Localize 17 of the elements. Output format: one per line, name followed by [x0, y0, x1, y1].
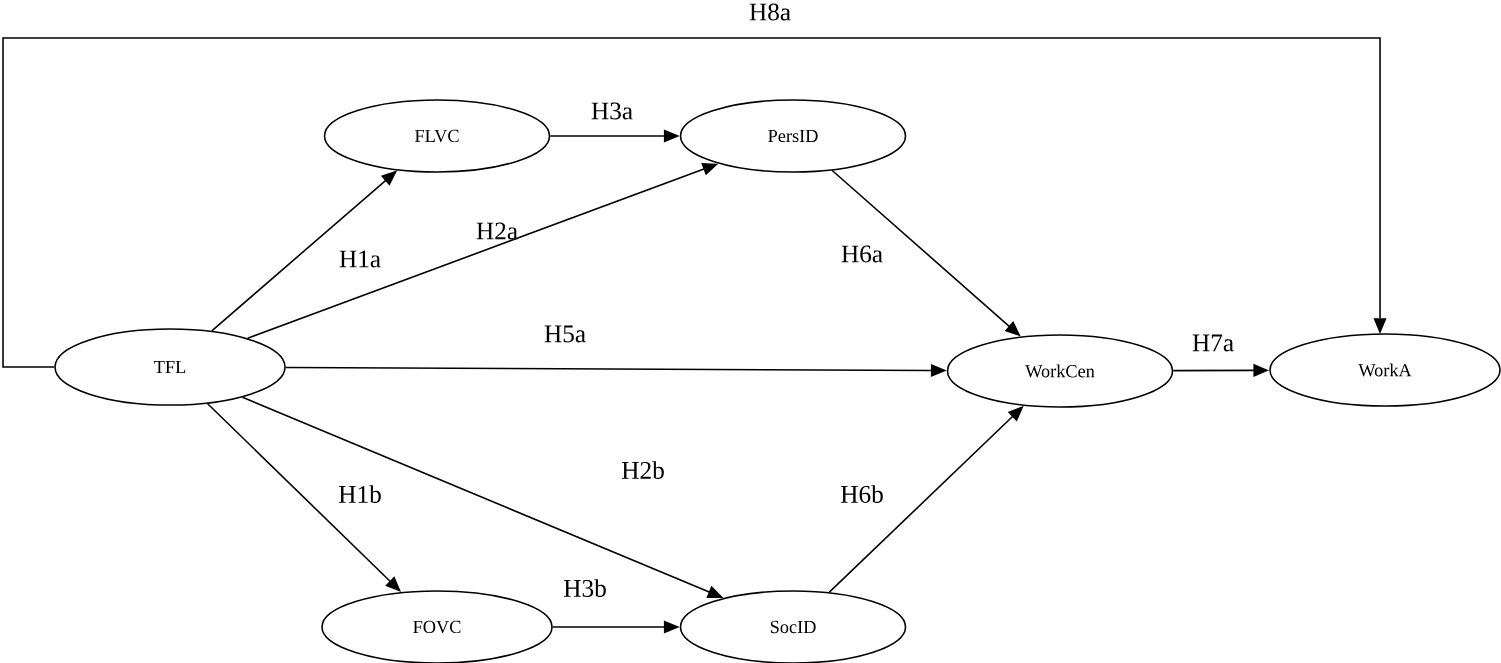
- edge-label: H1b: [338, 485, 381, 503]
- ellipse-node: WorkA: [1269, 333, 1501, 407]
- edge-label: H3b: [563, 579, 606, 597]
- edge-label: H6b: [840, 485, 883, 503]
- edge-label: H5a: [544, 325, 586, 343]
- arrow: [2, 37, 1387, 368]
- ellipse-node: WorkCen: [946, 334, 1174, 408]
- edge-label: H7a: [1192, 334, 1234, 352]
- edge-label: H1a: [339, 250, 381, 268]
- ellipse-node: TFL: [54, 328, 286, 406]
- edge-label: H2b: [621, 461, 664, 479]
- edge-label: H2a: [476, 222, 518, 240]
- ellipse-node: PersID: [679, 99, 907, 173]
- edge-label: H3a: [591, 102, 633, 120]
- edge-label: H6a: [841, 245, 883, 263]
- edge-label: H8a: [749, 3, 791, 21]
- ellipse-node: FLVC: [323, 99, 551, 173]
